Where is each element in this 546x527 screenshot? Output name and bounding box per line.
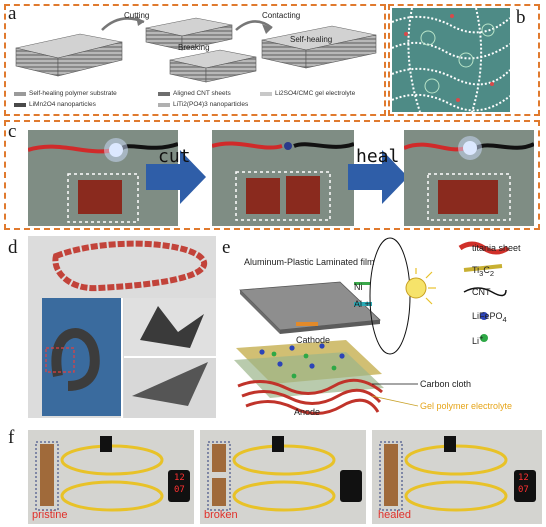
photo-healed-f	[372, 430, 542, 524]
panel-a-schematic	[10, 8, 380, 88]
panel-a-legend: Self-healing polymer substrate Aligned C…	[14, 90, 384, 112]
cathode-label: Cathode	[296, 335, 331, 345]
photo-broken	[200, 430, 366, 524]
film-label: Aluminum-Plastic Laminated film	[244, 257, 375, 267]
polymer-network-graphic	[392, 8, 510, 112]
stack-1-side-b	[57, 41, 123, 77]
legend-item: LiTi2(PO4)3 nanoparticles	[158, 101, 248, 108]
panel-b-illustration	[392, 8, 510, 112]
step-contacting: Contacting	[262, 11, 301, 20]
anode-label: Anode	[294, 407, 321, 417]
panel-c-border	[4, 120, 540, 230]
al-label: Al +	[354, 299, 370, 309]
step-self-healing: Self-healing	[290, 35, 333, 44]
legend-ti3c2: Ti3C2	[472, 265, 495, 278]
heal-arrow	[348, 150, 408, 204]
panel-d-photos	[28, 236, 216, 418]
step-cutting: Cutting	[124, 11, 150, 20]
contacting-arrow	[235, 20, 273, 31]
legend-lifepo4: LiFePO4	[472, 311, 507, 324]
display-bottom-healed: 07	[518, 485, 529, 495]
heal-label: heal	[356, 146, 400, 167]
layered-stack-diagram	[15, 16, 377, 83]
panel-e-diagram	[222, 236, 542, 424]
panel-e-label: e	[222, 237, 231, 258]
legend-item: Self-healing polymer substrate	[14, 90, 117, 97]
state-healed: healed	[378, 509, 412, 521]
photo-healed	[404, 130, 534, 226]
panel-d-label: d	[8, 237, 18, 258]
panel-a-label: a	[8, 3, 17, 24]
carbon-cloth-label: Carbon cloth	[420, 379, 472, 389]
panel-a-border	[4, 4, 386, 116]
panel-b-border	[388, 4, 540, 116]
legend-cnt: CNT	[472, 287, 491, 297]
cut-arrow	[146, 150, 206, 204]
legend-item: Aligned CNT sheets	[158, 90, 231, 97]
legend-li: Li+	[472, 333, 484, 346]
state-broken: broken	[204, 509, 238, 521]
legend-item: LiMn2O4 nanoparticles	[14, 101, 96, 108]
display-bottom: 07	[174, 485, 185, 495]
legend-item: Li2SO4/CMC gel electrolyte	[260, 90, 355, 97]
photo-pristine	[28, 430, 194, 524]
cut-label: cut	[158, 146, 191, 167]
ni-label: Ni	[354, 282, 363, 292]
display-top: 12	[174, 473, 185, 483]
legend-titania: titania sheet	[472, 243, 521, 253]
photo-cut	[212, 130, 354, 226]
state-pristine: pristine	[32, 509, 68, 521]
gel-label: Gel polymer electrolyte	[420, 401, 513, 411]
step-breaking: Breaking	[178, 43, 210, 52]
panel-c-label: c	[8, 121, 17, 142]
panel-b-label: b	[516, 7, 526, 28]
panel-f-label: f	[8, 427, 15, 448]
display-top-healed: 12	[518, 473, 529, 483]
photo-lit-before	[28, 130, 178, 226]
